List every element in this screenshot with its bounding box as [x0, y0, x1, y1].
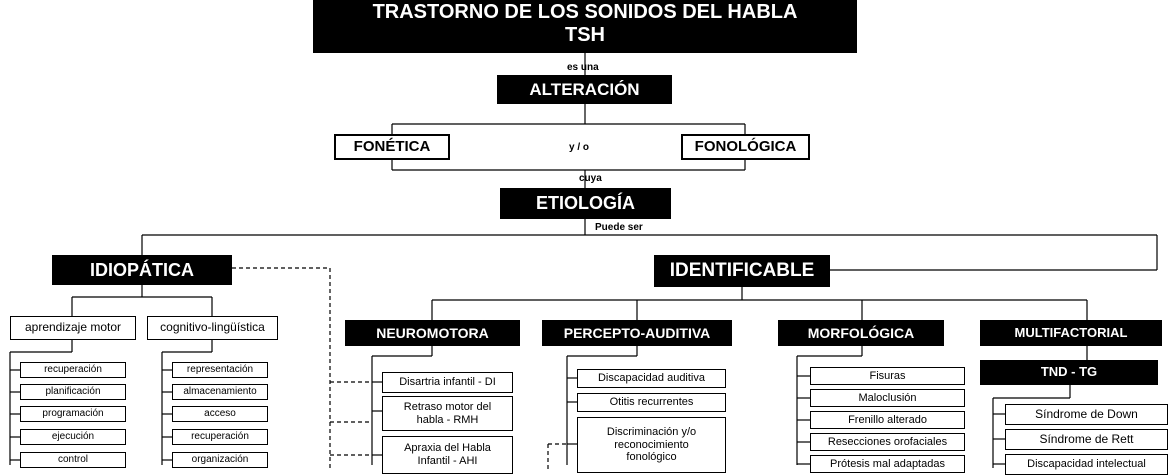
leaf-representacion: representación	[172, 362, 268, 378]
leaf-resecciones: Resecciones orofaciales	[810, 433, 965, 451]
label-es-una: es una	[567, 62, 599, 73]
title-node: TRASTORNO DE LOS SONIDOS DEL HABLA TSH	[313, 0, 857, 53]
leaf-acceso: acceso	[172, 406, 268, 422]
leaf-planificacion: planificación	[20, 384, 126, 400]
leaf-protesis: Prótesis mal adaptadas	[810, 455, 965, 473]
aprendizaje-motor-node: aprendizaje motor	[10, 316, 136, 340]
leaf-apraxia: Apraxia del Habla Infantil - AHI	[382, 436, 513, 474]
leaf-otitis: Otitis recurrentes	[577, 393, 726, 412]
etiologia-node: ETIOLOGÍA	[500, 188, 671, 219]
label-cuya: cuya	[579, 173, 602, 184]
leaf-sindrome-down: Síndrome de Down	[1005, 404, 1168, 425]
neuromotora-node: NEUROMOTORA	[345, 320, 520, 346]
leaf-discriminacion: Discriminación y/o reconocimiento fonoló…	[577, 417, 726, 473]
leaf-maloclusion: Maloclusión	[810, 389, 965, 407]
idiopatica-node: IDIOPÁTICA	[52, 255, 232, 285]
tnd-tg-node: TND - TG	[980, 360, 1158, 385]
leaf-frenillo: Frenillo alterado	[810, 411, 965, 429]
leaf-sindrome-rett: Síndrome de Rett	[1005, 429, 1168, 450]
title-line1: TRASTORNO DE LOS SONIDOS DEL HABLA	[372, 0, 798, 23]
leaf-disartria: Disartria infantil - DI	[382, 372, 513, 393]
leaf-organizacion: organización	[172, 452, 268, 468]
multifactorial-node: MULTIFACTORIAL	[980, 320, 1162, 346]
identificable-node: IDENTIFICABLE	[654, 255, 830, 287]
leaf-retraso-motor: Retraso motor del habla - RMH	[382, 396, 513, 431]
fonologica-node: FONOLÓGICA	[681, 134, 810, 160]
leaf-programacion: programación	[20, 406, 126, 422]
leaf-almacenamiento: almacenamiento	[172, 384, 268, 400]
morfologica-node: MORFOLÓGICA	[778, 320, 944, 346]
leaf-ejecucion: ejecución	[20, 429, 126, 445]
leaf-control: control	[20, 452, 126, 468]
leaf-fisuras: Fisuras	[810, 367, 965, 385]
alteracion-node: ALTERACIÓN	[497, 75, 672, 104]
percepto-auditiva-node: PERCEPTO-AUDITIVA	[542, 320, 732, 346]
title-line2: TSH	[565, 23, 605, 46]
leaf-discapacidad-intelectual: Discapacidad intelectual	[1005, 454, 1168, 475]
cognitivo-linguistica-node: cognitivo-lingüística	[147, 316, 278, 340]
leaf-discapacidad-auditiva: Discapacidad auditiva	[577, 369, 726, 388]
fonetica-node: FONÉTICA	[334, 134, 450, 160]
label-y-o: y / o	[569, 142, 590, 153]
leaf-recuperacion-cog: recuperación	[172, 429, 268, 445]
leaf-recuperacion-motor: recuperación	[20, 362, 126, 378]
label-puede-ser: Puede ser	[595, 222, 643, 233]
